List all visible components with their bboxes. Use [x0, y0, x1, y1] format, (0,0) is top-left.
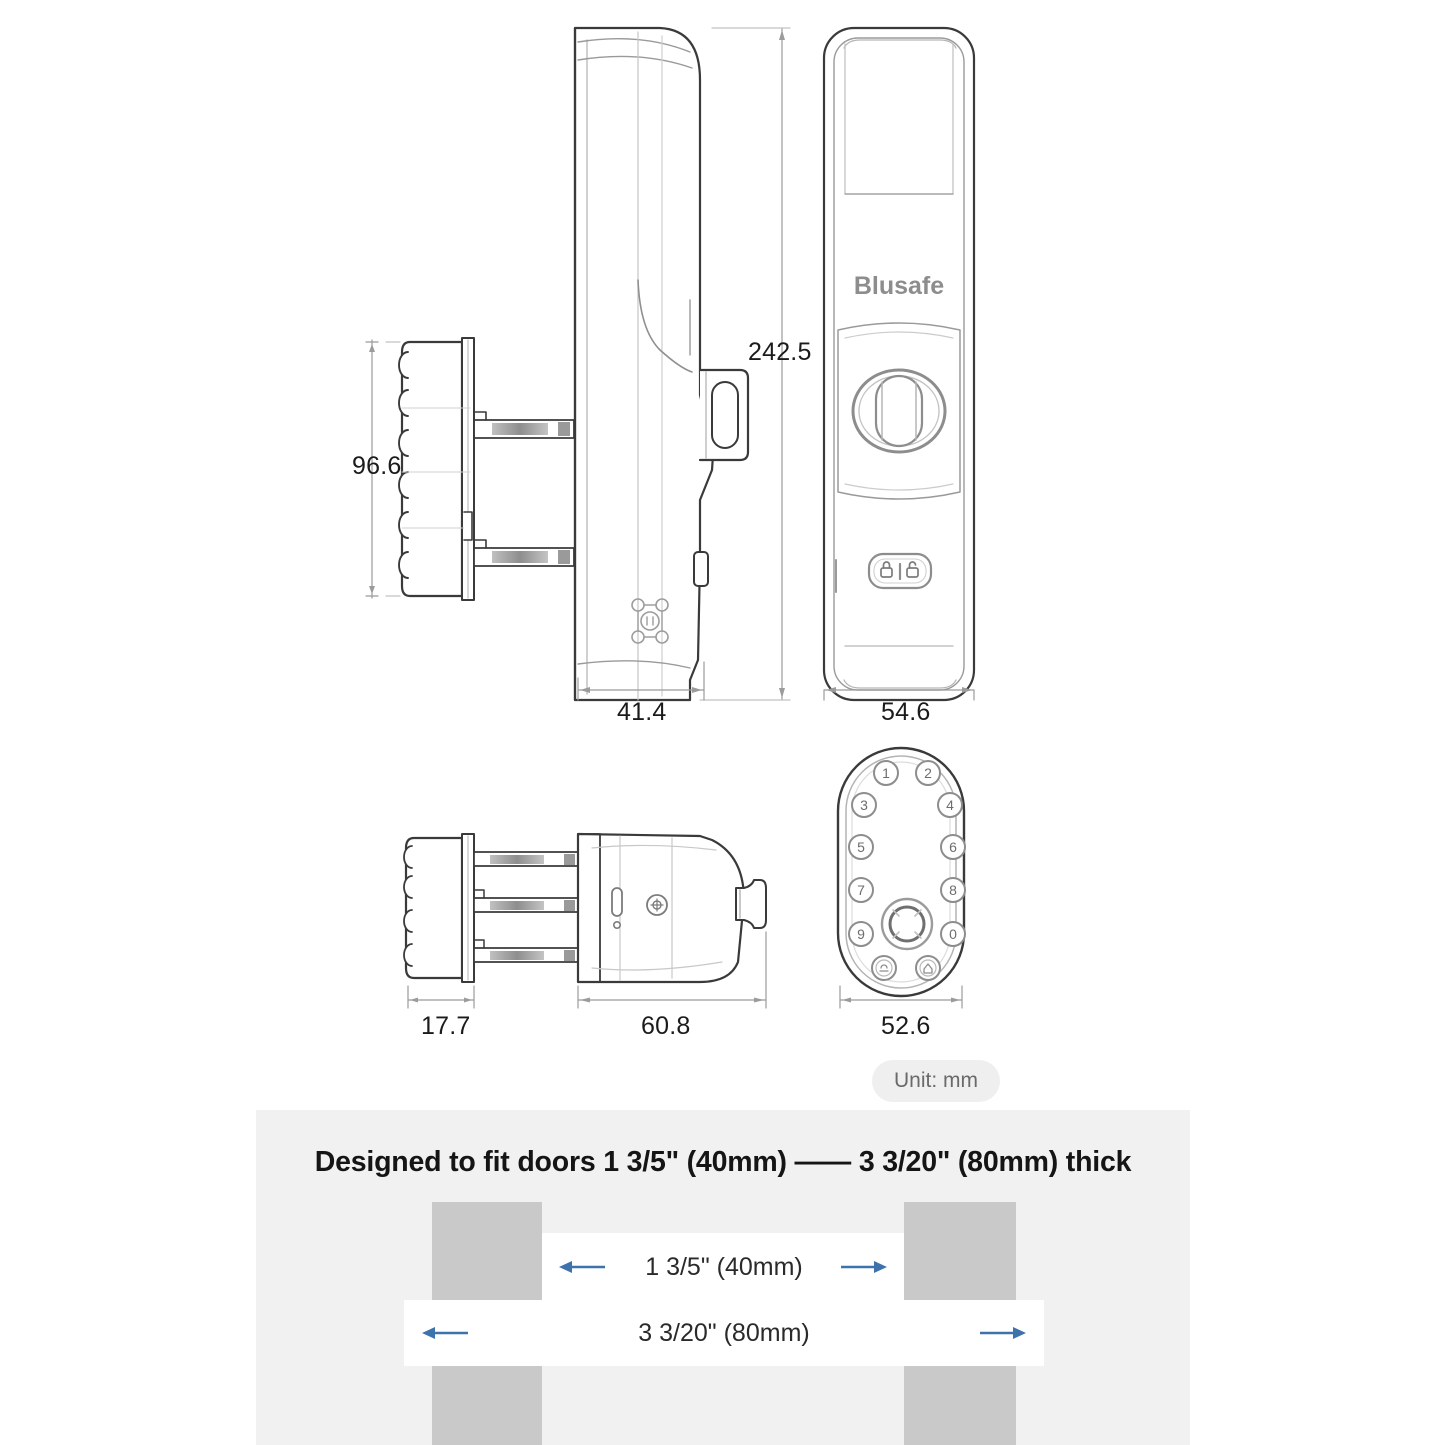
key-6	[940, 834, 966, 860]
technical-drawing: Blusafe	[365, 26, 976, 1009]
door-thickness-diagram: 1 3/5" (40mm) 3 3/20" (80mm)	[404, 1202, 1044, 1445]
door-fit-panel: Designed to fit doors 1 3/5" (40mm) —— 3…	[256, 1110, 1190, 1445]
arrow-40mm-right	[841, 1261, 887, 1273]
lock-unlock-button	[867, 552, 933, 590]
front-panel-view: Blusafe	[822, 26, 976, 702]
door-block-top-left	[432, 1202, 542, 1300]
svg-text:6: 6	[949, 839, 957, 855]
label-80mm: 3 3/20" (80mm)	[638, 1319, 810, 1347]
padlock-open-icon	[906, 561, 919, 578]
keypad-function-keys	[871, 955, 941, 981]
keypad-keys	[848, 760, 966, 947]
svg-text:0: 0	[949, 926, 957, 942]
brand-logo: Blusafe	[854, 272, 944, 300]
dimension-lines-view1	[365, 27, 791, 701]
svg-text:7: 7	[857, 882, 865, 898]
dim-label-keypad-height: 96.6	[352, 452, 402, 480]
dim-label-overall-height: 242.5	[748, 338, 812, 366]
door-block-bottom-left	[432, 1366, 542, 1445]
interior-side-view	[403, 832, 767, 1009]
svg-text:3: 3	[860, 797, 868, 813]
usb-c-port-icon	[611, 887, 623, 917]
dim-label-keypad-width: 52.6	[881, 1012, 931, 1040]
svg-text:9: 9	[857, 926, 865, 942]
svg-text:5: 5	[857, 839, 865, 855]
unit-badge: Unit: mm	[872, 1060, 1000, 1102]
handle-icon	[698, 368, 750, 462]
dim-label-exterior-depth: 41.4	[617, 698, 667, 726]
key-1	[873, 760, 899, 786]
thumbturn-knob	[851, 368, 947, 454]
key-3	[851, 792, 877, 818]
key-4	[937, 792, 963, 818]
key-7	[848, 877, 874, 903]
exterior-keypad-plate	[398, 337, 475, 601]
svg-text:2: 2	[924, 765, 932, 781]
fingerprint-reader	[880, 897, 934, 951]
keypad-plate-side	[403, 833, 475, 983]
arrow-80mm-right	[980, 1327, 1026, 1339]
key-8	[940, 877, 966, 903]
speaker-grille-icon	[631, 598, 669, 644]
keypad-face-view: 1 2 3 4 5 6 7 8 9 0	[836, 746, 966, 1009]
svg-text:8: 8	[949, 882, 957, 898]
key-2	[915, 760, 941, 786]
door-block-bottom-right	[904, 1366, 1016, 1445]
key-0	[940, 921, 966, 947]
padlock-closed-icon	[880, 561, 893, 578]
key-5	[848, 834, 874, 860]
exterior-side-view	[365, 26, 791, 702]
svg-text:1: 1	[882, 765, 890, 781]
dim-label-front-width: 54.6	[881, 698, 931, 726]
label-40mm: 1 3/5" (40mm)	[645, 1253, 803, 1281]
mounting-bolts	[463, 411, 575, 567]
dim-label-interior-depth: 60.8	[641, 1012, 691, 1040]
svg-text:4: 4	[946, 797, 954, 813]
thumbturn-knob-icon	[735, 879, 767, 929]
band-80mm	[404, 1300, 1044, 1366]
dim-label-keypad-plate-depth: 17.7	[421, 1012, 471, 1040]
mounting-bolts-interior	[473, 851, 581, 963]
home-icon	[915, 955, 941, 981]
led-indicator-icon	[612, 920, 621, 929]
arrow-40mm-left	[559, 1261, 605, 1273]
door-fit-title: Designed to fit doors 1 3/5" (40mm) —— 3…	[314, 1146, 1132, 1178]
door-block-top-right	[904, 1202, 1016, 1300]
dimension-lines-view2	[823, 687, 975, 701]
bell-icon	[871, 955, 897, 981]
arrow-80mm-left	[422, 1327, 468, 1339]
dimension-lines-view4	[839, 985, 963, 1009]
dimension-lines-view3	[407, 931, 767, 1009]
reset-screw-icon	[646, 894, 668, 916]
key-9	[848, 921, 874, 947]
